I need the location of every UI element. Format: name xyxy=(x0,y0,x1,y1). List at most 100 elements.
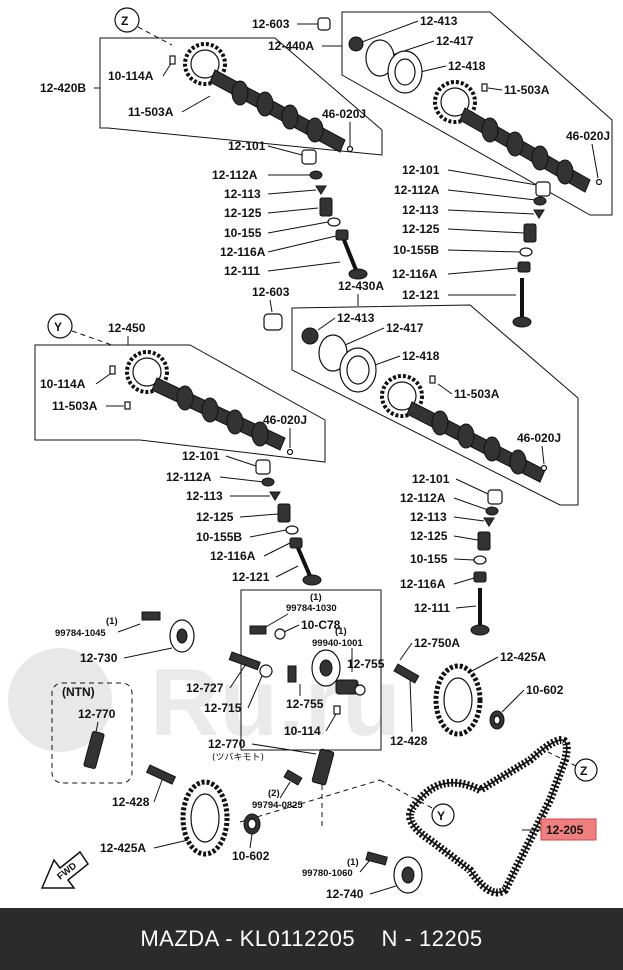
leader xyxy=(541,445,545,465)
leader xyxy=(361,20,419,43)
cam-lobe xyxy=(256,91,274,117)
cam-sprocket-right xyxy=(433,663,483,737)
label-10-114: 10-114 xyxy=(284,724,321,738)
label-tsubakimoto: (ツバキモト) xyxy=(212,752,264,763)
timing-belt-group: Y Z 12-205 xyxy=(239,736,598,897)
leader xyxy=(501,689,525,713)
shim-icon xyxy=(533,196,547,206)
leader xyxy=(263,542,291,557)
tappet-icon xyxy=(487,489,503,505)
label-12-428: 12-428 xyxy=(390,734,428,748)
plug-icon xyxy=(286,448,294,456)
leader xyxy=(269,299,273,313)
leader xyxy=(455,605,477,609)
label-10-602: 10-602 xyxy=(526,683,564,697)
box-outline xyxy=(240,589,382,751)
cam-sprocket-b xyxy=(433,80,477,124)
label-12-121: 12-121 xyxy=(232,570,270,584)
valve-stack-lower-left: 12-101 12-112A 12-113 12-125 10-155B 12-… xyxy=(166,449,322,586)
valve-head xyxy=(512,316,532,328)
label-12-413: 12-413 xyxy=(420,14,458,28)
seal-ring-icon xyxy=(301,327,319,345)
watermark-text: Ru.ru xyxy=(150,649,401,756)
tensioner-box: (1) 99784-1030 10-C78 (1) 99940-1001 12-… xyxy=(240,589,385,751)
leader xyxy=(153,839,189,849)
label-12-101: 12-101 xyxy=(402,163,440,177)
valve-head xyxy=(470,624,490,636)
leader xyxy=(267,235,337,253)
shim-icon xyxy=(261,477,275,487)
camshaft-a xyxy=(183,42,346,153)
hydraulic-tensioner-icon xyxy=(83,731,105,769)
callout-z-top-label: Z xyxy=(121,14,128,28)
washer-icon xyxy=(274,628,286,640)
label-12-101: 12-101 xyxy=(182,449,220,463)
label-12-101: 12-101 xyxy=(228,139,266,153)
leader xyxy=(325,713,337,732)
camshaft-box-mid-left: Y 12-450 10-114A 11-503A 46-020J xyxy=(34,313,326,463)
label-12-125: 12-125 xyxy=(402,222,440,236)
keeper-icon xyxy=(315,185,327,195)
label-12-112a: 12-112A xyxy=(394,183,440,197)
label-12-116a: 12-116A xyxy=(210,549,256,563)
label-11-503a: 11-503A xyxy=(128,105,174,119)
leader xyxy=(453,516,485,522)
label-12-125: 12-125 xyxy=(224,206,262,220)
stem-seal-icon xyxy=(517,261,531,273)
seal-icon xyxy=(317,17,331,31)
label-12-205: 12-205 xyxy=(546,823,584,837)
watermark: Ru.ru xyxy=(8,648,401,756)
spring-icon xyxy=(477,531,491,551)
label-12-428: 12-428 xyxy=(112,795,150,809)
seal-ring-icon xyxy=(348,36,364,52)
valve-stem xyxy=(342,239,358,271)
label-46-020j: 46-020J xyxy=(517,431,561,445)
leader xyxy=(225,455,257,467)
bolt-icon xyxy=(141,611,161,621)
keeper-icon xyxy=(533,209,545,219)
box-outline xyxy=(99,37,383,156)
label-qty: (1) xyxy=(106,616,118,627)
label-12-113: 12-113 xyxy=(410,510,447,524)
leader xyxy=(247,675,263,709)
box-outline xyxy=(291,304,579,506)
label-12-111: 12-111 xyxy=(224,264,260,278)
nut-icon xyxy=(354,684,366,696)
stem-seal-icon xyxy=(473,571,487,583)
label-10-c78: 10-C78 xyxy=(301,618,341,632)
parts-diagram: Ru.ru Z 12-420B 10-114A 11-503A 46-020J … xyxy=(8,7,613,901)
leader xyxy=(279,781,291,799)
leader xyxy=(453,497,489,511)
tensioner-arm xyxy=(335,679,359,695)
leader xyxy=(219,476,265,483)
label-qty: (1) xyxy=(335,626,347,637)
label-qty: (2) xyxy=(268,788,280,799)
tappet-icon xyxy=(535,181,551,197)
camshaft-d xyxy=(125,350,286,451)
label-99794-0825: 99794-0825 xyxy=(252,800,303,811)
cam-lobe xyxy=(281,104,299,130)
label-12-113: 12-113 xyxy=(186,489,223,503)
leader xyxy=(374,355,401,366)
label-12-450: 12-450 xyxy=(108,321,146,335)
stem-seal-icon xyxy=(335,229,349,241)
label-46-020j: 46-020J xyxy=(566,129,610,143)
washer-hole xyxy=(493,715,501,725)
callout-z-belt xyxy=(574,758,598,782)
leader xyxy=(453,535,479,541)
label-99940-1001: 99940-1001 xyxy=(312,638,363,649)
label-12-125: 12-125 xyxy=(410,529,448,543)
fwd-arrow-shape xyxy=(40,850,90,889)
label-qty: (1) xyxy=(310,592,322,603)
leader xyxy=(453,558,475,561)
label-12-603: 12-603 xyxy=(252,17,290,31)
leader xyxy=(123,647,173,659)
label-12-418: 12-418 xyxy=(402,349,440,363)
hydraulic-tensioner-icon xyxy=(311,748,335,786)
leader xyxy=(71,330,113,346)
leader xyxy=(249,529,287,538)
callout-z-top xyxy=(114,7,140,33)
tappet-icon xyxy=(301,149,317,165)
watermark-logo xyxy=(8,648,112,752)
cam-hub-a xyxy=(190,49,220,79)
